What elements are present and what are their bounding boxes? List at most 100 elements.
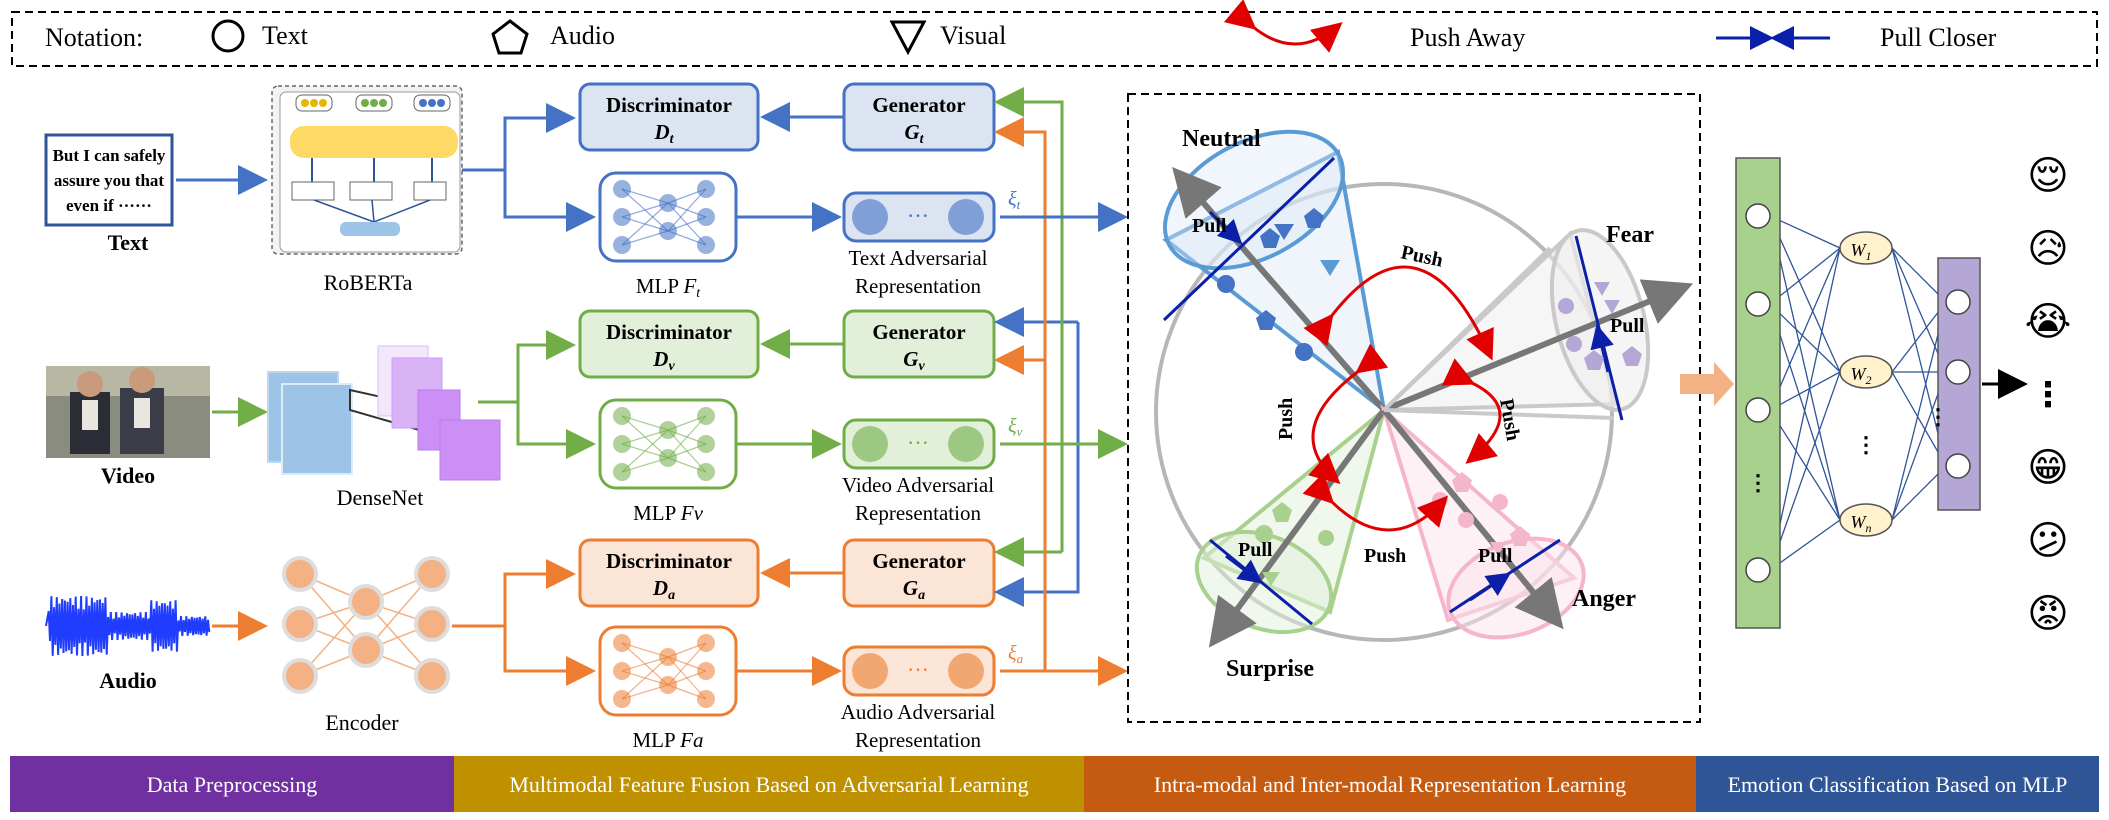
audio-rep-label: Audio Adversarial bbox=[841, 700, 996, 724]
svg-text:ξa: ξa bbox=[1008, 642, 1024, 666]
circle-icon bbox=[211, 19, 245, 53]
weight-w1: W bbox=[1851, 240, 1868, 260]
svg-text:···: ··· bbox=[907, 430, 929, 455]
svg-text:···: ··· bbox=[907, 203, 929, 228]
weight-wn: W bbox=[1851, 512, 1868, 532]
encoder-label: Encoder bbox=[325, 710, 399, 735]
text-discriminator bbox=[578, 82, 760, 152]
roberta-block: RoBERTa bbox=[271, 85, 463, 295]
svg-text:MLP Ft: MLP Ft bbox=[636, 274, 701, 301]
svg-text:Gv: Gv bbox=[903, 347, 925, 374]
roberta-label: RoBERTa bbox=[324, 270, 413, 295]
stage-4-label: Emotion Classification Based on MLP bbox=[1728, 772, 2068, 797]
video-discriminator-symbol: D bbox=[652, 347, 668, 371]
audio-discriminator bbox=[578, 538, 760, 608]
stage-4-band bbox=[1696, 756, 2099, 812]
notation-legend: Notation: Text Audio Visual Push Away Pu… bbox=[11, 0, 2098, 67]
densenet-label: DenseNet bbox=[337, 485, 424, 510]
output-layer-dots: ⋮ bbox=[1927, 404, 1949, 429]
triangle-icon bbox=[889, 20, 927, 56]
generator-feedback-lines bbox=[994, 87, 1080, 671]
emotion-emoji: 😡 bbox=[2027, 591, 2069, 637]
stage-3-label: Intra-modal and Inter-modal Representati… bbox=[1154, 772, 1626, 797]
video-generator-symbol: G bbox=[903, 347, 918, 371]
input-layer-dots: ⋮ bbox=[1747, 470, 1769, 495]
video-xi-symbol: ξ bbox=[1008, 415, 1017, 437]
svg-text:···: ··· bbox=[907, 657, 929, 682]
audio-discriminator-symbol: D bbox=[652, 576, 668, 600]
notation-push-label: Push Away bbox=[1410, 23, 1525, 52]
encoder-block: Encoder bbox=[282, 556, 450, 735]
text-rep-label: Representation bbox=[855, 274, 981, 298]
text-sample-line: even if ······ bbox=[66, 196, 152, 215]
text-input: But I can safely assure you that even if… bbox=[44, 133, 174, 255]
notation-pull-label: Pull Closer bbox=[1880, 23, 1997, 52]
stage-3-band bbox=[1084, 756, 1696, 812]
push-label: Push bbox=[1364, 545, 1406, 567]
notation-label: Notation: bbox=[45, 23, 143, 52]
audio-generator-symbol: G bbox=[903, 576, 918, 600]
svg-text:Wn: Wn bbox=[1851, 512, 1872, 535]
mlp-classifier: ⋮ W1 W2 Wn ⋮ ⋮ bbox=[1735, 157, 2028, 629]
pentagon-icon bbox=[491, 19, 529, 55]
weight-w2: W bbox=[1851, 364, 1868, 384]
video-input: Video bbox=[46, 366, 210, 488]
video-generator-title: Generator bbox=[872, 320, 965, 344]
emotion-space-panel: Neutral Fear Surprise Anger Pull Pull Pu… bbox=[1127, 93, 1701, 723]
svg-text:Ga: Ga bbox=[903, 576, 925, 603]
text-input-label: Text bbox=[108, 230, 149, 255]
audio-xi-symbol: ξ bbox=[1008, 642, 1017, 664]
svg-text:ξt: ξt bbox=[1008, 188, 1021, 212]
svg-text:Dv: Dv bbox=[652, 347, 675, 374]
video-discriminator bbox=[578, 309, 760, 379]
video-mlp-label: MLP bbox=[633, 501, 681, 525]
svg-text:ξv: ξv bbox=[1008, 415, 1023, 439]
neutral-label: Neutral bbox=[1182, 126, 1261, 152]
emotion-emoji: 😁 bbox=[2027, 445, 2069, 491]
svg-text:Dt: Dt bbox=[653, 120, 674, 147]
to-classifier-arrow bbox=[1680, 362, 1734, 406]
text-discriminator-title: Discriminator bbox=[606, 93, 732, 117]
audio-rep-label: Representation bbox=[855, 728, 981, 752]
push-label: Push bbox=[1275, 398, 1297, 440]
pull-label: Pull bbox=[1610, 315, 1645, 337]
audio-input-label: Audio bbox=[99, 668, 156, 693]
densenet-block: DenseNet bbox=[267, 345, 501, 510]
emotion-emoji: 😭 bbox=[2024, 299, 2072, 345]
hidden-layer-dots: ⋮ bbox=[1855, 432, 1877, 457]
svg-text:W2: W2 bbox=[1851, 364, 1872, 387]
video-discriminator-title: Discriminator bbox=[606, 320, 732, 344]
notation-visual-label: Visual bbox=[940, 21, 1006, 50]
svg-text:MLP Fv: MLP Fv bbox=[633, 501, 703, 525]
notation-audio-label: Audio bbox=[550, 21, 615, 50]
audio-input: Audio bbox=[45, 595, 211, 693]
stage-1-band bbox=[10, 756, 454, 812]
svg-text:Gt: Gt bbox=[904, 120, 924, 147]
pull-label: Pull bbox=[1478, 545, 1513, 567]
video-rep-label: Video Adversarial bbox=[842, 473, 994, 497]
text-generator-symbol: G bbox=[904, 120, 919, 144]
emoji-ellipsis: ⋮ bbox=[2031, 375, 2065, 415]
text-rep-label: Text Adversarial bbox=[848, 246, 987, 270]
text-sample-line: assure you that bbox=[54, 171, 165, 190]
stage-1-label: Data Preprocessing bbox=[147, 772, 317, 797]
anger-label: Anger bbox=[1572, 586, 1636, 612]
text-discriminator-symbol: D bbox=[653, 120, 669, 144]
text-generator-title: Generator bbox=[872, 93, 965, 117]
svg-text:Da: Da bbox=[652, 576, 675, 603]
stage-2-band bbox=[454, 756, 1084, 812]
notation-text-label: Text bbox=[262, 21, 309, 50]
audio-discriminator-title: Discriminator bbox=[606, 549, 732, 573]
emotion-emoji: 😕 bbox=[2027, 518, 2069, 564]
emotion-emoji: 😌 bbox=[2027, 153, 2069, 199]
surprise-label: Surprise bbox=[1226, 656, 1314, 682]
pull-label: Pull bbox=[1192, 215, 1227, 237]
text-sample-line: But I can safely bbox=[53, 146, 166, 165]
text-mlp-label: MLP bbox=[636, 274, 684, 298]
pull-label: Pull bbox=[1238, 539, 1273, 561]
push-away-icon bbox=[1223, 0, 1343, 53]
